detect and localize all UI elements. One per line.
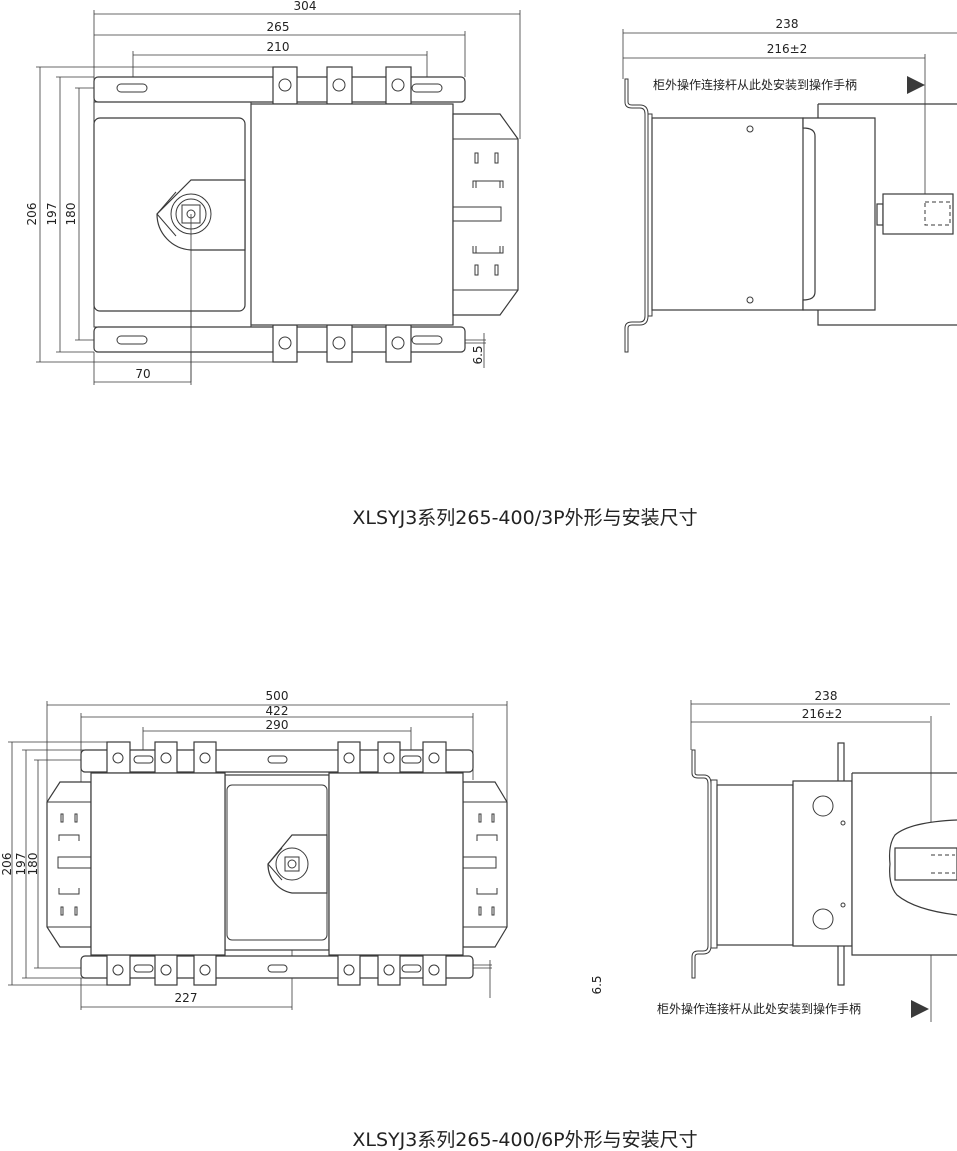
dim-slot: 6.5 xyxy=(471,345,485,364)
mounting-slots xyxy=(116,83,443,345)
handle-shaft xyxy=(882,193,954,235)
bottom-mounting-plate xyxy=(80,955,474,979)
side-body xyxy=(651,117,804,311)
side-modules-6p xyxy=(46,781,508,948)
dim-handle-depth: 216±2 xyxy=(802,707,843,721)
mounting-bracket xyxy=(624,78,649,353)
dim-handle-offset: 227 xyxy=(175,991,198,1005)
dim-overall-height: 206 xyxy=(0,853,14,876)
terminals-6p xyxy=(106,741,447,986)
mounting-bracket xyxy=(691,749,712,979)
front-view-3p: 304 265 210 206 197 180 70 6.5 xyxy=(25,0,521,385)
dim-slot: 6.5 xyxy=(590,975,604,994)
dim-handle-depth: 216±2 xyxy=(767,42,808,56)
dim-handle-offset: 70 xyxy=(135,367,150,381)
side-view-6p: 238 216±2 柜外操作连接杆从此处安装到操作手柄 xyxy=(657,689,957,1022)
breaker-body-right xyxy=(328,772,464,956)
title-6p: XLSYJ3系列265-400/6P外形与安装尺寸 xyxy=(352,1129,697,1151)
dim-mount-height: 180 xyxy=(26,853,40,876)
installation-note: 柜外操作连接杆从此处安装到操作手柄 xyxy=(657,1001,861,1016)
front-view-6p: 500 422 290 206 197 180 227 6.5 xyxy=(0,689,604,1010)
breaker-body-left xyxy=(90,772,226,956)
dim-overall-width: 304 xyxy=(294,0,317,13)
dim-depth: 238 xyxy=(776,17,799,31)
side-view-3p: 238 216±2 柜外操作连接杆从此处安装到操作手柄 xyxy=(622,17,957,353)
dim-plate-height: 197 xyxy=(14,853,28,876)
dim-mount-height: 180 xyxy=(64,203,78,226)
breaker-body xyxy=(250,103,454,326)
mounting-slots xyxy=(133,755,422,973)
installation-note: 柜外操作连接杆从此处安装到操作手柄 xyxy=(653,77,857,92)
dim-overall-width: 500 xyxy=(266,689,289,703)
side-body xyxy=(716,784,794,946)
dim-plate-width: 422 xyxy=(266,704,289,718)
operating-handle-icon xyxy=(267,834,328,894)
dim-mount-spacing: 210 xyxy=(267,40,290,54)
dim-plate-width: 265 xyxy=(267,20,290,34)
dim-depth: 238 xyxy=(815,689,838,703)
terminals-3p xyxy=(272,66,412,363)
side-block xyxy=(792,780,853,947)
dim-overall-height: 206 xyxy=(25,203,39,226)
dimension-lines-3p xyxy=(36,10,521,385)
side-module xyxy=(452,113,519,316)
dim-plate-height: 197 xyxy=(45,203,59,226)
title-3p: XLSYJ3系列265-400/3P外形与安装尺寸 xyxy=(352,507,697,529)
top-mounting-plate xyxy=(80,749,474,773)
dim-mount-spacing: 290 xyxy=(266,718,289,732)
operating-handle-icon xyxy=(156,179,246,251)
handle-shaft xyxy=(894,847,957,881)
